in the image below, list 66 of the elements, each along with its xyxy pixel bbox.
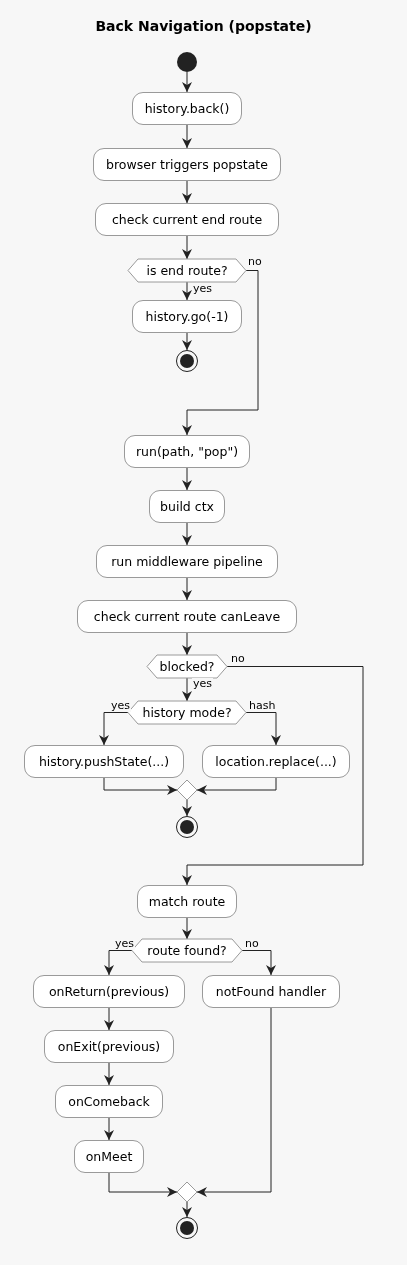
arrow [182,467,192,491]
start-node [177,52,197,72]
arrow [182,632,192,656]
edge-label: yes [110,700,131,712]
diagram-title: Back Navigation (popstate) [94,18,313,34]
arrow [182,270,259,436]
decision-text: history mode? [142,705,232,720]
arrow [182,180,192,204]
edge-label: yes [192,283,213,295]
end-node [176,816,198,838]
merge-diamond [177,1182,197,1202]
action-box: run(path, "pop") [124,435,250,468]
arrow [245,712,281,746]
action-box: onExit(previous) [44,1030,174,1063]
action-box: onComeback [55,1085,163,1118]
action-box: location.replace(...) [202,745,350,778]
edge-label: no [247,256,263,268]
action-box: build ctx [149,490,225,523]
action-box: history.pushState(...) [24,745,184,778]
arrow [241,950,276,976]
decision-hexagon [132,939,242,962]
edge-label: yes [114,938,135,950]
action-box: notFound handler [202,975,340,1008]
action-box: run middleware pipeline [96,545,278,578]
decision-text: is end route? [146,263,228,278]
arrow [182,677,192,702]
end-node [176,350,198,372]
action-box: onMeet [74,1140,144,1173]
action-box: history.back() [132,92,242,125]
action-box: check current route canLeave [77,600,297,633]
arrow [182,522,192,546]
arrow [99,712,129,746]
decision-hexagon [128,259,246,282]
decision-text: route found? [147,943,227,958]
arrow [182,577,192,601]
arrow [182,1201,192,1218]
edge-label: hash [248,700,277,712]
edge-label: no [230,653,246,665]
action-box: history.go(-1) [132,300,242,333]
arrow [104,1007,114,1031]
arrow [108,1172,178,1197]
decision-hexagon [128,701,246,724]
action-box: check current end route [95,203,279,236]
end-node [176,1217,198,1239]
decision-text: blocked? [159,659,215,674]
merge-diamond [177,780,197,800]
arrow [182,235,192,260]
arrow [104,950,133,976]
arrow [182,917,192,940]
edge-label: no [244,938,260,950]
arrow [182,281,192,301]
arrow [104,1062,114,1086]
arrow [104,1117,114,1141]
decision-hexagon [147,655,227,678]
action-box: match route [137,885,237,918]
arrow [196,777,277,795]
arrow [182,799,192,817]
action-box: browser triggers popstate [93,148,281,181]
arrow [182,71,192,93]
arrow [182,666,364,886]
arrow [196,1007,272,1197]
action-box: onReturn(previous) [33,975,185,1008]
arrow [103,777,178,795]
edge-label: yes [192,678,213,690]
arrow [182,124,192,149]
arrow [182,332,192,351]
